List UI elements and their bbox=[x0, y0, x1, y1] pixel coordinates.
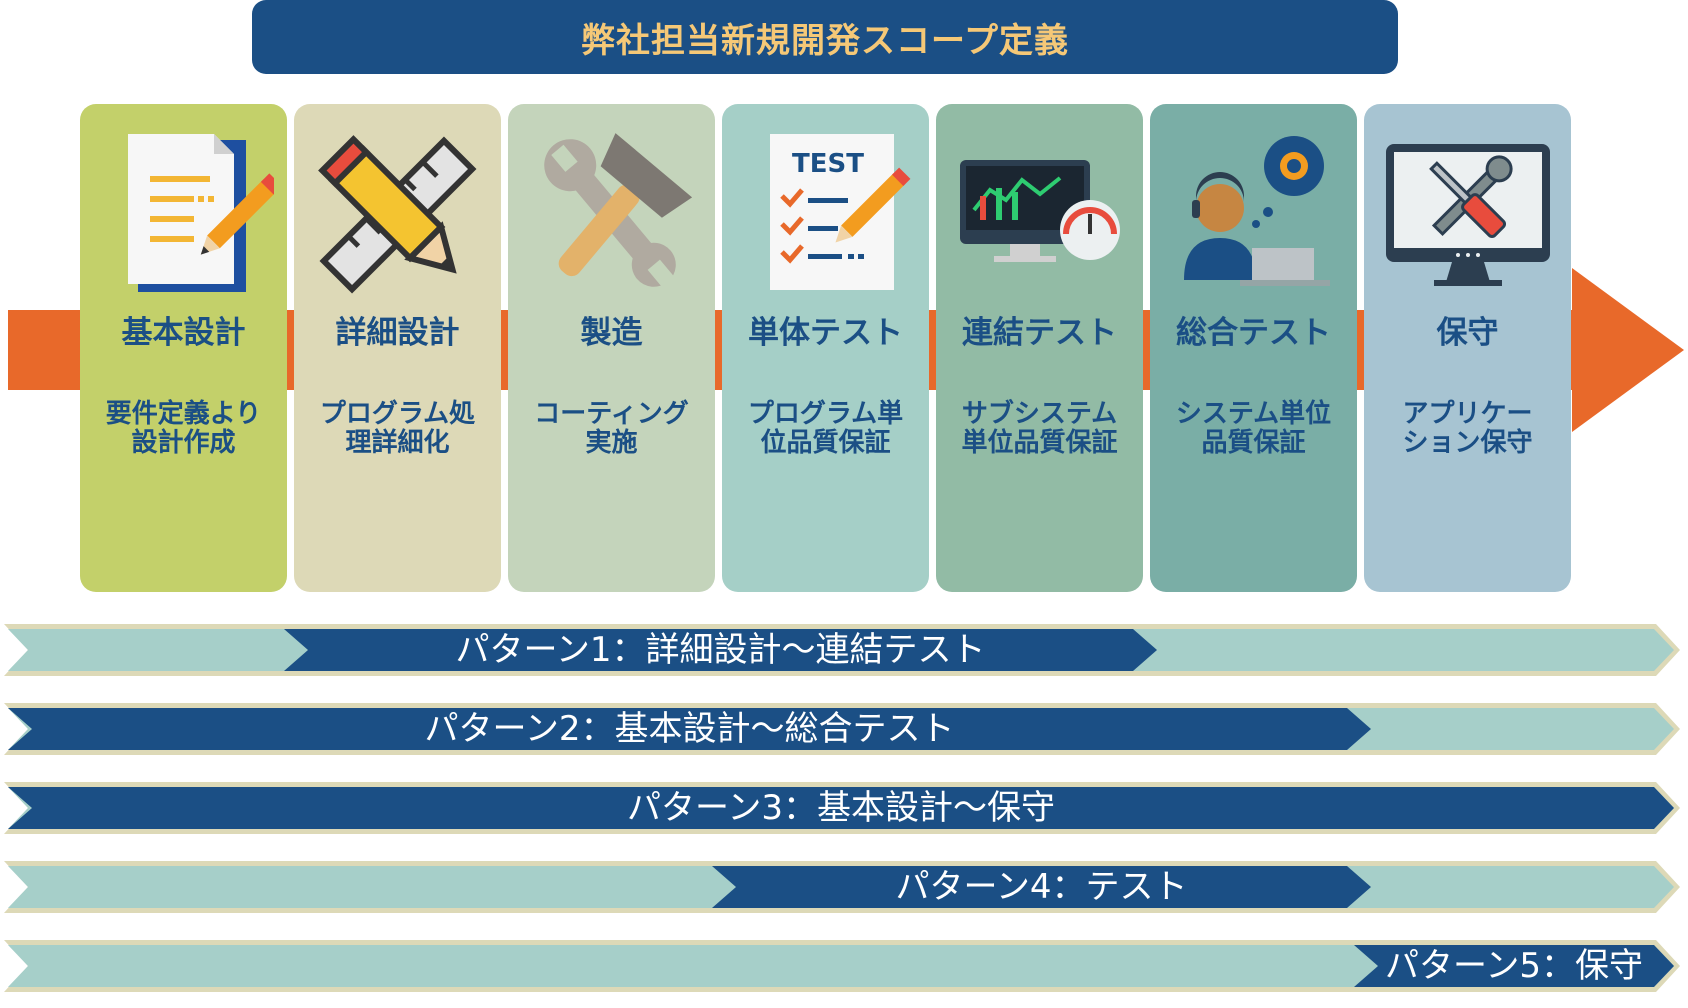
phase-name: 保守 bbox=[1436, 315, 1499, 351]
wrench-hammer-icon bbox=[543, 133, 692, 289]
phase-description: プログラム単 位品質保証 bbox=[747, 399, 904, 459]
phase-name: 製造 bbox=[580, 315, 643, 351]
phase-card-maintenance: 保守 アプリケー ション保守 bbox=[1364, 104, 1571, 592]
phase-card-unit-test: TEST 単体テスト プログラム単 位品質保証 bbox=[722, 104, 929, 592]
title-banner: 弊社担当新規開発スコープ定義 bbox=[252, 0, 1398, 74]
svg-text:TEST: TEST bbox=[792, 149, 864, 179]
pattern-band: パターン1：詳細設計～連結テスト bbox=[0, 620, 1688, 680]
pattern-label: パターン4：テスト bbox=[895, 867, 1188, 907]
phase-card-detailed-design: 詳細設計 プログラム処 理詳細化 bbox=[294, 104, 501, 592]
pattern-band-dark bbox=[8, 708, 1371, 750]
ruler-pencil-icon bbox=[317, 135, 476, 294]
pattern-label: パターン3：基本設計～保守 bbox=[627, 788, 1055, 828]
monitor-gauge-icon bbox=[959, 160, 1120, 262]
phase-card-manufacturing: 製造 コーティング 実施 bbox=[508, 104, 715, 592]
pattern-label: パターン1：詳細設計～連結テスト bbox=[455, 630, 986, 670]
phase-name: 連結テスト bbox=[962, 315, 1117, 351]
pattern-band-dark bbox=[284, 629, 1157, 671]
phase-description: 要件定義より 設計作成 bbox=[105, 399, 262, 459]
phase-description: プログラム処 理詳細化 bbox=[319, 399, 476, 459]
phase-name: 詳細設計 bbox=[335, 315, 460, 351]
monitor-tools-icon bbox=[1385, 144, 1550, 286]
phase-card-system-test: 総合テスト システム単位 品質保証 bbox=[1150, 104, 1357, 592]
phase-description: サブシステム 単位品質保証 bbox=[961, 399, 1118, 459]
phase-description: システム単位 品質保証 bbox=[1175, 399, 1332, 459]
phase-card-basic-design: 基本設計 要件定義より 設計作成 bbox=[80, 104, 287, 592]
pattern-band-dark bbox=[712, 866, 1371, 908]
phase-description: アプリケー ション保守 bbox=[1402, 399, 1533, 459]
pattern-band: パターン2：基本設計～総合テスト bbox=[0, 699, 1688, 759]
pattern-band: パターン4：テスト bbox=[0, 857, 1688, 917]
phase-card-integration-test: 連結テスト サブシステム 単位品質保証 bbox=[936, 104, 1143, 592]
phase-name: 基本設計 bbox=[121, 315, 246, 351]
pattern-band-light bbox=[8, 945, 1674, 987]
pattern-band-dark bbox=[8, 787, 1674, 829]
phase-name: 総合テスト bbox=[1176, 315, 1331, 351]
pattern-band: パターン5：保守 bbox=[0, 936, 1688, 996]
test-checklist-icon: TEST bbox=[769, 134, 910, 290]
support-operator-icon bbox=[1183, 136, 1330, 286]
phase-name: 単体テスト bbox=[748, 315, 903, 351]
pattern-band: パターン3：基本設計～保守 bbox=[0, 778, 1688, 838]
flow-arrow-head bbox=[1572, 268, 1684, 432]
pattern-label: パターン2：基本設計～総合テスト bbox=[424, 709, 955, 749]
pattern-band-dark bbox=[1354, 945, 1674, 987]
page-title: 弊社担当新規開発スコープ定義 bbox=[581, 20, 1069, 61]
document-pencil-icon bbox=[127, 134, 274, 292]
phase-description: コーティング 実施 bbox=[534, 399, 689, 459]
pattern-label: パターン5：保守 bbox=[1385, 946, 1643, 986]
